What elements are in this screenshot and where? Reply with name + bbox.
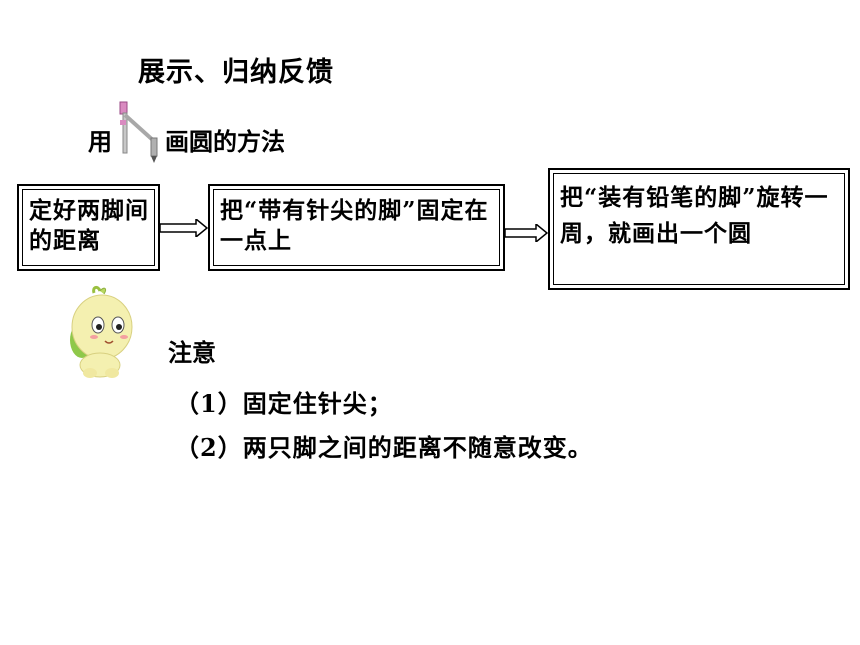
subheading-suffix: 画圆的方法 (165, 127, 285, 156)
step-box-2: 把“带有针尖的脚”固定在一点上 (208, 184, 505, 271)
note-item-2: （2）两只脚之间的距离不随意改变。 (175, 433, 593, 462)
arrow-right-icon (160, 219, 208, 237)
arrow-right-icon (505, 224, 548, 242)
compass-icon (117, 100, 167, 170)
step-3-text: 把“装有铅笔的脚”旋转一周，就画出一个圆 (560, 184, 829, 247)
note-title: 注意 (168, 338, 216, 367)
page-title: 展示、归纳反馈 (138, 57, 334, 88)
note-item-1: （1）固定住针尖； (175, 389, 393, 418)
step-2-text: 把“带有针尖的脚”固定在一点上 (220, 197, 489, 254)
step-box-3: 把“装有铅笔的脚”旋转一周，就画出一个圆 (548, 168, 850, 290)
cartoon-mascot-icon (60, 285, 140, 380)
subheading-prefix: 用 (88, 127, 112, 156)
step-1-text: 定好两脚间的距离 (29, 197, 149, 254)
step-box-1: 定好两脚间的距离 (17, 184, 160, 271)
